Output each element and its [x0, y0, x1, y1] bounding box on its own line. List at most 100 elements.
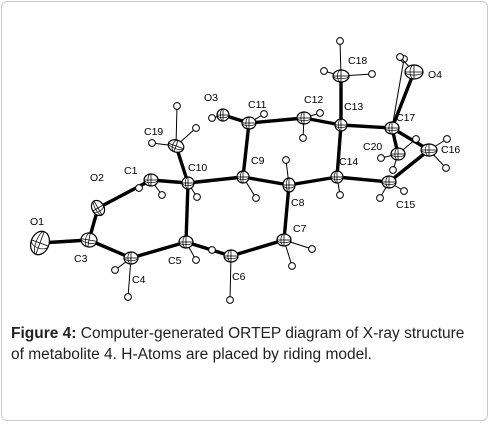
caption-label: Figure 4: — [11, 325, 77, 342]
hydrogen-atom — [135, 184, 143, 192]
hydrogen-atom — [158, 191, 166, 199]
atom-label-c1: C1 — [124, 165, 138, 177]
atom-c11 — [241, 116, 257, 130]
atom-label-c4: C4 — [132, 274, 146, 286]
hydrogen-atom — [193, 193, 201, 201]
atom-c8 — [282, 177, 296, 193]
atom-label-c9: C9 — [251, 155, 265, 167]
hydrogen-atom — [443, 135, 451, 143]
hydrogen-atom — [288, 262, 296, 270]
hydrogen-atom — [192, 124, 200, 132]
bond-C7-C8 — [282, 183, 291, 242]
hydrogen-atom — [320, 67, 328, 75]
atom-label-c18: C18 — [348, 55, 367, 67]
hydrogen-atom — [368, 70, 376, 78]
hydrogen-atom — [336, 191, 344, 199]
atom-label-c16: C16 — [441, 144, 460, 156]
bond-C16-C15 — [387, 148, 431, 184]
atom-label-c11: C11 — [248, 99, 267, 111]
atom-label-o1: O1 — [30, 216, 44, 228]
atom-o3 — [216, 108, 230, 122]
hydrogen-atom — [412, 135, 420, 143]
atom-c5 — [178, 235, 194, 249]
atom-label-o3: O3 — [204, 92, 218, 104]
hydrogen-atom — [389, 166, 397, 174]
hydrogen-atom — [208, 114, 216, 122]
bond-C11-C12 — [247, 116, 306, 125]
atom-c20 — [390, 147, 406, 161]
atom-c16 — [420, 143, 438, 157]
atom-c17 — [384, 121, 400, 135]
hydrogen-atom — [252, 194, 260, 202]
bond-C15-C14 — [335, 175, 391, 184]
hydrogen-atom — [442, 164, 450, 172]
hydrogen-atom — [308, 245, 316, 253]
h-bond-C6 — [229, 255, 232, 301]
atom-label-c15: C15 — [396, 199, 415, 211]
hydrogen-bond-layer — [111, 37, 451, 304]
atom-label-c12: C12 — [304, 94, 323, 106]
atom-layer — [29, 64, 438, 265]
hydrogen-atom — [173, 102, 181, 110]
atom-label-c20: C20 — [363, 141, 382, 153]
atom-c19 — [167, 139, 185, 153]
bond-C5-C10 — [184, 181, 190, 244]
bond-C9-C11 — [241, 121, 251, 179]
bond-C13-C17 — [339, 123, 394, 130]
atom-label-c5: C5 — [168, 255, 182, 267]
hydrogen-atom — [111, 266, 119, 274]
hydrogen-atom — [336, 37, 344, 45]
atom-o4 — [404, 64, 424, 80]
atom-c6 — [223, 249, 239, 263]
hydrogen-atom — [282, 156, 290, 164]
atom-c9 — [236, 170, 250, 184]
atom-c1 — [143, 173, 159, 187]
atom-label-c17: C17 — [396, 112, 415, 124]
bond-C6-C7 — [229, 238, 286, 258]
atom-label-c19: C19 — [144, 126, 163, 138]
atom-c4 — [123, 251, 139, 265]
hydrogen-atom — [226, 296, 234, 304]
hydrogen-atom — [400, 187, 408, 195]
atom-label-c14: C14 — [339, 156, 358, 168]
atom-label-c13: C13 — [344, 101, 363, 113]
bond-O2-C1 — [96, 178, 153, 210]
caption-text: Computer-generated ORTEP diagram of X-ra… — [11, 325, 465, 363]
hydrogen-atom — [192, 256, 200, 264]
atom-label-c6: C6 — [232, 271, 246, 283]
hydrogen-atom — [124, 293, 132, 301]
atom-label-o2: O2 — [90, 172, 104, 184]
atom-label-c7: C7 — [293, 223, 307, 235]
bond-C17-O4 — [390, 70, 416, 130]
bond-C8-C9 — [241, 175, 291, 187]
bond-C4-C5 — [129, 240, 188, 260]
atom-c3 — [80, 232, 98, 248]
atom-c7 — [276, 233, 292, 247]
atom-label-c3: C3 — [74, 253, 88, 265]
hydrogen-atom — [299, 134, 307, 142]
atom-o1 — [29, 230, 51, 256]
bond-layer — [38, 70, 431, 260]
atom-c18 — [332, 69, 350, 83]
figure-caption: Figure 4: Computer-generated ORTEP diagr… — [11, 323, 481, 365]
atom-o2 — [90, 199, 106, 217]
bond-C13-C14 — [335, 123, 343, 179]
hydrogen-atom — [376, 194, 384, 202]
atom-c12 — [296, 111, 312, 125]
hydrogen-atom — [208, 246, 216, 254]
atom-c13 — [334, 118, 348, 132]
atom-label-c10: C10 — [188, 162, 207, 174]
hydrogen-atom — [377, 154, 385, 162]
atom-c10 — [181, 176, 195, 190]
atom-c14 — [330, 170, 344, 184]
hydrogen-atom — [316, 109, 324, 117]
atom-c15 — [381, 175, 397, 189]
hydrogen-atom — [396, 53, 404, 61]
atom-label-o4: O4 — [428, 69, 442, 81]
atom-label-c8: C8 — [291, 197, 305, 209]
bond-C14-C8 — [287, 175, 339, 187]
hydrogen-atom — [148, 139, 156, 147]
h-bond-C17 — [391, 58, 405, 129]
